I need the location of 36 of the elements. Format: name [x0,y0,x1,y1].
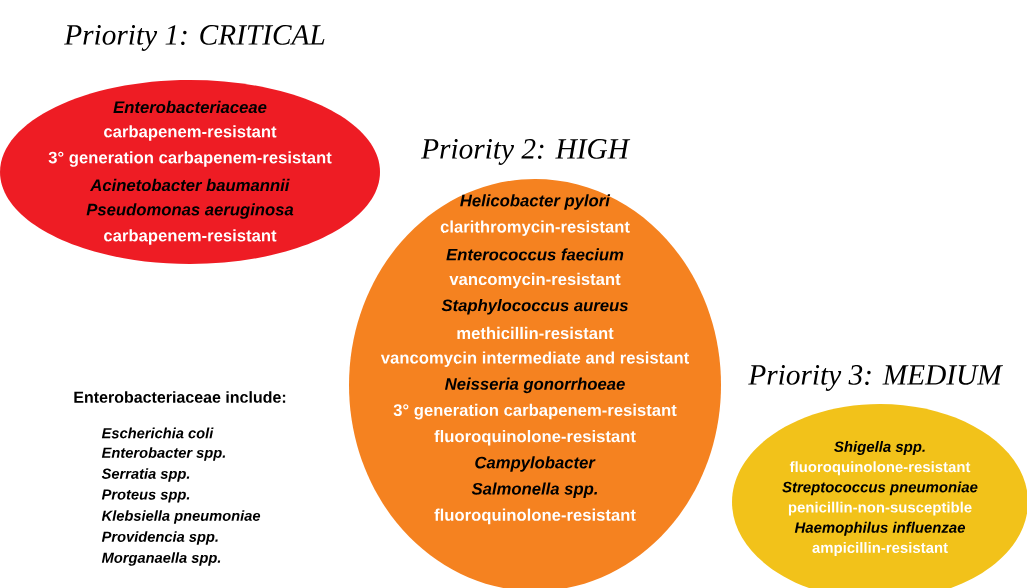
species-name: Streptococcus pneumoniae [782,481,978,496]
resistance-text: carbapenem-resistant [104,125,277,141]
resistance-text: ampicillin-resistant [812,542,948,556]
species-name: Pseudomonas aeruginosa [86,203,294,219]
species-name: Staphylococcus aureus [441,299,628,315]
list-heading: Enterobacteriaceae include: [74,391,286,403]
resistance-text: 3° generation carbapenem-resistant [48,151,332,167]
list-item: Serratia spp. [101,468,190,482]
resistance-text: vancomycin-resistant [449,272,621,289]
resistance-text: methicillin-resistant [457,326,614,340]
resistance-text: penicillin-non-susceptible [788,501,972,516]
heading: Priority 2: HIGH [420,139,631,165]
species-name: Salmonella spp. [471,482,597,498]
species-name: Acinetobacter baumannii [90,178,290,192]
species-name: Helicobacter pylori [460,194,611,210]
heading: Priority 3: MEDIUM [748,365,1004,391]
resistance-text: 3° generation carbapenem-resistant [393,403,677,420]
heading: Priority 1: CRITICAL [64,25,325,51]
species-name: Enterococcus faecium [446,248,624,261]
resistance-text: vancomycin intermediate and resistant [380,351,689,367]
list-item: Proteus spp. [101,489,190,503]
resistance-text: fluoroquinolone-resistant [434,430,636,446]
resistance-text: fluoroquinolone-resistant [789,461,971,476]
resistance-text: clarithromycin-resistant [440,220,630,236]
species-name: Shigella spp. [834,441,925,455]
species-name: Haemophilus influenzae [794,521,966,536]
list-item: Morganaella spp. [101,552,221,566]
species-name: Campylobacter [475,456,596,472]
list-item: Providencia spp. [101,531,218,545]
resistance-text: carbapenem-resistant [104,229,277,245]
list-item: Klebsiella pneumoniae [101,510,261,524]
resistance-text: fluoroquinolone-resistant [434,508,636,525]
list-item: Enterobacter spp. [101,447,226,461]
list-item: Escherichia coli [101,427,214,439]
species-name: Neisseria gonorrhoeae [445,377,625,394]
species-name: Enterobacteriaceae [113,100,267,114]
